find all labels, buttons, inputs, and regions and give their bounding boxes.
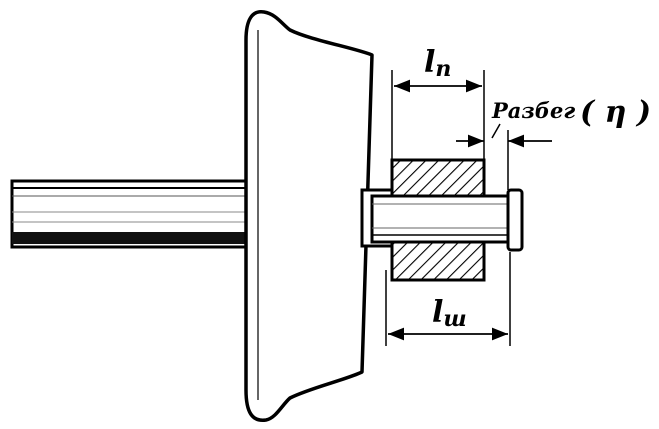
- journal-shaft: [370, 194, 514, 244]
- dimension-journal-length: [385, 252, 511, 346]
- journal-length-label: lш: [432, 295, 467, 332]
- hub-length-label: lп: [424, 45, 451, 82]
- play-symbol: ( η ): [580, 95, 651, 130]
- play-label: Разбег: [491, 98, 575, 123]
- bearing-lower: [390, 240, 486, 282]
- bearing-upper: [390, 158, 486, 198]
- dimension-play: [456, 123, 552, 190]
- dimension-hub-length: [391, 70, 485, 160]
- axle-shaft: [10, 179, 254, 249]
- wheel-disc: [244, 10, 374, 422]
- journal-collar: [506, 188, 524, 252]
